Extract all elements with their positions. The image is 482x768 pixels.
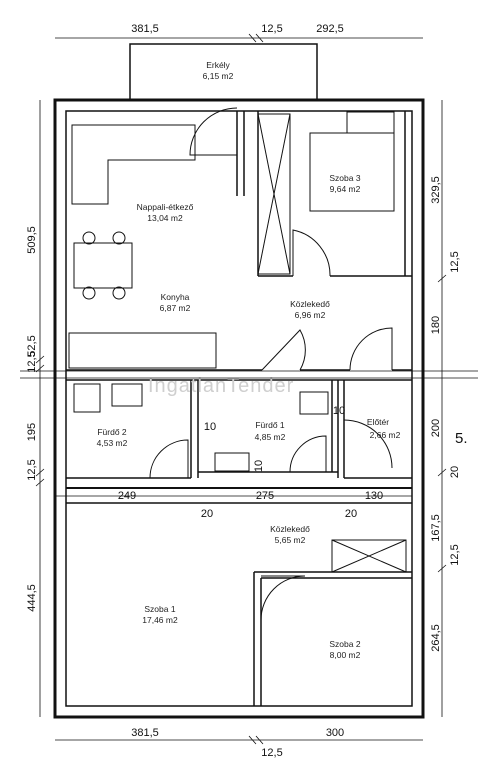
dim-bottom-left: 381,5 [131,727,159,739]
furniture [68,111,407,573]
dim-mid-20a: 20 [201,508,213,520]
dim-right-329: 329,5 [430,176,442,204]
dim-bath-10a: 10 [204,421,216,433]
dim-mid-249: 249 [118,490,136,502]
room-area-corridor1: 6,96 m2 [295,310,326,320]
dim-top-mid: 12,5 [261,23,282,35]
room-area-corridor2: 5,65 m2 [275,535,306,545]
room-name-corridor1: Közlekedő [290,299,330,309]
room-name-kitchen: Konyha [161,292,190,302]
dim-bottom-right: 300 [326,727,344,739]
floor-number: 5. [455,430,468,447]
room-area-kitchen: 6,87 m2 [160,303,191,313]
dim-right-200: 200 [430,419,442,437]
dim-top-left: 381,5 [131,23,159,35]
room-area-room2: 8,00 m2 [330,650,361,660]
room-area-hall: 2,66 m2 [370,430,401,440]
room-name-hall: Előtér [367,417,389,427]
room-area-bath1: 4,85 m2 [255,432,286,442]
room-area-room1: 17,46 m2 [142,615,178,625]
dim-left-top: 509,5 [26,226,38,254]
dim-left-gap2: 12,5 [26,459,38,480]
room-area-living: 13,04 m2 [147,213,183,223]
dim-left-52: 52,5 [26,335,38,356]
room-area-bath2: 4,53 m2 [97,438,128,448]
room-area-room3: 9,64 m2 [330,184,361,194]
dim-right-gap1: 12,5 [449,251,461,272]
dim-right-gap2: 12,5 [449,544,461,565]
exterior-walls [53,98,425,719]
dim-right-264: 264,5 [430,624,442,652]
room-name-room1: Szoba 1 [144,604,175,614]
dimension-lines [20,33,478,745]
room-name-corridor2: Közlekedő [270,524,310,534]
doors [149,107,393,621]
dim-right-180: 180 [430,316,442,334]
room-name-balcony: Erkély [206,60,230,70]
dim-right-20: 20 [449,466,461,478]
dim-top-right: 292,5 [316,23,344,35]
watermark-text: IngatlanTender [148,375,294,397]
room-name-room3: Szoba 3 [329,173,360,183]
interior-walls [66,111,412,706]
dim-mid-130: 130 [365,490,383,502]
dim-left-195: 195 [26,423,38,441]
dim-mid-275: 275 [256,490,274,502]
room-name-bath1: Fürdő 1 [255,420,285,430]
dim-bottom-mid: 12,5 [261,747,282,759]
room-name-living: Nappali-étkező [137,202,194,212]
dim-left-bottom: 444,5 [26,584,38,612]
room-name-room2: Szoba 2 [329,639,360,649]
room-area-balcony: 6,15 m2 [203,71,234,81]
room-name-bath2: Fürdő 2 [97,427,127,437]
dim-right-167: 167,5 [430,514,442,542]
dim-left-gap1: 12,5 [26,351,38,372]
dim-bath-10b: 10 [333,405,345,417]
balcony [129,43,318,101]
dim-bath-10c: 10 [253,460,265,472]
dim-mid-20b: 20 [345,508,357,520]
